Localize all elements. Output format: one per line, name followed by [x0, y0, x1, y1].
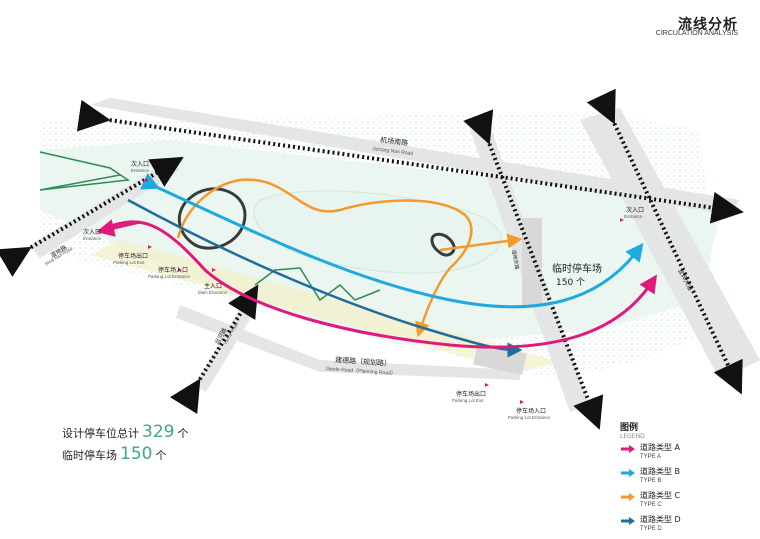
legend-b-cn: 道路类型 B: [640, 467, 681, 476]
legend-title: 图例: [620, 423, 639, 433]
stat-total-row: 设计停车位总计 329 个: [62, 422, 188, 444]
stat-temp-unit: 个: [155, 449, 167, 462]
stat-temp-row: 临时停车场 150 个: [62, 444, 188, 466]
entrance-markers: [145, 178, 624, 404]
label-parking-exit-west-en: Parking Lot Exit: [113, 260, 145, 265]
road-label-south: 建德路（规划路）: [335, 355, 391, 368]
legend-c-en: TYPE C: [640, 502, 662, 508]
label-parking-exit-south-en: Parking Lot Exit: [452, 398, 484, 403]
green-trail: [39, 151, 381, 302]
label-entrance-north-en: Entrance: [131, 168, 150, 173]
road-label-north: 机场南路: [380, 135, 409, 147]
legend-subtitle: LEGEND: [620, 433, 645, 440]
label-parking-entrance-west-en: Parking Lot Entrance: [148, 274, 191, 279]
parking-stats: 设计停车位总计 329 个 临时停车场 150 个: [62, 422, 188, 466]
label-temp-parking-count: 150 个: [556, 277, 585, 288]
legend-item-a: 道路类型 A TYPE A: [620, 443, 681, 467]
legend-d-cn: 道路类型 D: [640, 515, 681, 524]
label-parking-entrance-south-en: Parking Lot Entrance: [508, 415, 551, 420]
label-main-entrance: 主入口: [204, 282, 222, 290]
legend-a-cn: 道路类型 A: [640, 443, 681, 452]
page-title: 流线分析: [678, 17, 738, 33]
page-subtitle: CIRCULATION ANALYSIS: [655, 30, 738, 37]
label-main-entrance-en: Main Entrance: [198, 290, 228, 295]
stat-total-label: 设计停车位总计: [62, 427, 139, 440]
route-type-b: [140, 173, 644, 309]
label-entrance-west: 次入口: [83, 228, 101, 236]
legend-c-cn: 道路类型 C: [640, 491, 681, 500]
stat-total-unit: 个: [177, 427, 189, 440]
road-label-mid: 湿地东路: [510, 249, 520, 270]
label-parking-entrance-south: 停车场入口: [516, 407, 546, 415]
route-type-a-entry: [96, 219, 141, 237]
legend-d-en: TYPE D: [640, 526, 662, 532]
label-temp-parking: 临时停车场: [552, 262, 602, 275]
road-label-north-en: Jichang Nan Road: [372, 146, 414, 157]
legend: 图例 LEGEND 道路类型 A TYPE A 道路类型 B TYPE B 道路类型…: [620, 420, 681, 539]
label-parking-exit-west: 停车场出口: [118, 252, 148, 260]
legend-item-c: 道路类型 C TYPE C: [620, 491, 681, 515]
arrow-a-icon: [621, 445, 635, 453]
label-entrance-north: 次入口: [131, 160, 149, 168]
legend-b-en: TYPE B: [640, 478, 662, 484]
route-type-a: [104, 220, 652, 349]
stat-total-value: 329: [142, 422, 175, 442]
label-entrance-west-en: Entrance: [83, 236, 102, 241]
legend-item-b: 道路类型 B TYPE B: [620, 467, 681, 491]
legend-item-d: 道路类型 D TYPE D: [620, 515, 681, 539]
label-entrance-east-en: Entrance: [624, 214, 643, 219]
road-label-south-en: Jiande Road（Planning Road）: [325, 366, 396, 377]
temp-parking-area: [522, 218, 542, 306]
arrow-d-icon: [621, 517, 635, 525]
arrow-c-icon: [621, 493, 635, 501]
label-parking-entrance-west: 停车场入口: [158, 266, 188, 274]
stat-temp-value: 150: [120, 444, 153, 464]
legend-a-en: TYPE A: [640, 454, 662, 460]
stat-temp-label: 临时停车场: [62, 449, 117, 462]
label-entrance-east: 次入口: [626, 206, 644, 214]
arrow-b-icon: [621, 469, 635, 477]
label-parking-exit-south: 停车场出口: [456, 390, 486, 398]
